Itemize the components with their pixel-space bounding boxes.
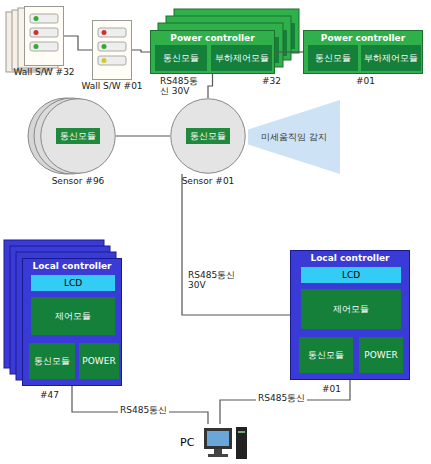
- connector: [64, 36, 92, 50]
- node-label: 통신모듈: [60, 131, 96, 141]
- switch-lamp: [34, 30, 39, 35]
- node-label: Sensor #96: [52, 176, 105, 186]
- module-box: 통신모듈: [308, 45, 358, 71]
- pc-tower: [238, 431, 245, 433]
- connector: [72, 386, 208, 424]
- switch-button: [30, 28, 58, 37]
- node-label: Local controller: [23, 261, 121, 271]
- node-label: Wall S/W #01: [81, 81, 142, 91]
- switch-lamp: [102, 44, 107, 49]
- pc-stand: [208, 454, 228, 457]
- lcd-box: LCD: [31, 275, 115, 291]
- connector-label: RS485통신: [256, 393, 307, 403]
- node-label: POWER: [364, 350, 397, 360]
- callout-number: #01: [322, 384, 341, 394]
- sensor: Sensor #96통신모듈: [40, 98, 116, 174]
- node-label: Wall S/W #32: [13, 67, 74, 77]
- wall-switch: Wall S/W #32: [24, 6, 64, 66]
- connector-label: RS485통신: [118, 405, 169, 415]
- switch-lamp: [34, 16, 39, 21]
- switch-button: [98, 56, 126, 65]
- node-label: 제어모듈: [55, 311, 91, 321]
- connector: [208, 74, 213, 98]
- power-controller: Power controller 통신모듈 부하제어모듈: [303, 30, 423, 74]
- pc-stand: [214, 449, 222, 454]
- node-label: 통신모듈: [315, 53, 351, 63]
- pc-screen: [207, 431, 229, 446]
- node-label: POWER: [82, 356, 115, 366]
- node-label: 제어모듈: [333, 304, 369, 314]
- wall-switch: Wall S/W #01: [92, 20, 132, 80]
- detection-cone: 미세움직임 감지: [248, 100, 340, 174]
- connector-label: RS485통신 30V: [160, 76, 206, 97]
- switch-lamp: [34, 44, 39, 49]
- module-box: POWER: [79, 343, 119, 379]
- node-label: Power controller: [151, 33, 274, 43]
- module-box: 부하제어모듈: [211, 45, 272, 71]
- wall-switch-card: [24, 6, 64, 66]
- node-label: LCD: [342, 270, 360, 280]
- switch-button: [30, 42, 58, 51]
- connector-label: RS485통신 30V: [188, 270, 240, 291]
- module-box: 부하제어모듈: [361, 45, 421, 71]
- connector: [220, 380, 350, 424]
- node-label: 부하제어모듈: [364, 53, 418, 63]
- local-controller: Local controllerLCD 제어모듈통신모듈 POWER: [22, 258, 122, 386]
- callout-number: #32: [262, 76, 281, 86]
- switch-button: [30, 14, 58, 23]
- wall-switch-card: [92, 20, 132, 80]
- pc-tower: [236, 427, 247, 459]
- module-box: 제어모듈: [31, 297, 115, 335]
- module-box: 통신모듈: [155, 45, 207, 71]
- switch-button: [98, 28, 126, 37]
- connector: [116, 135, 170, 136]
- node-label: 통신모듈: [34, 356, 70, 366]
- node-label: Sensor #01: [182, 176, 235, 186]
- module-box: 통신모듈: [56, 128, 100, 144]
- callout-number: #01: [356, 76, 375, 86]
- node-label: Local controller: [291, 253, 409, 263]
- switch-lamp: [102, 58, 107, 63]
- sensor: Sensor #01통신모듈: [170, 98, 246, 174]
- node-label: LCD: [64, 278, 82, 288]
- module-box: 통신모듈: [29, 343, 75, 379]
- node-label: Power controller: [304, 33, 422, 43]
- connector: [275, 51, 303, 52]
- module-box: 제어모듈: [301, 289, 401, 329]
- node-label: 부하제어모듈: [215, 53, 269, 63]
- connector: [182, 174, 290, 315]
- node-label: 미세움직임 감지: [261, 132, 327, 142]
- switch-button: [98, 42, 126, 51]
- lcd-box: LCD: [301, 267, 401, 283]
- callout-number: #47: [40, 390, 59, 400]
- switch-lamp: [102, 30, 107, 35]
- local-controller: Local controllerLCD 제어모듈통신모듈 POWER: [290, 250, 410, 380]
- pc-monitor: [204, 428, 232, 449]
- power-controller: Power controller 통신모듈 부하제어모듈: [150, 30, 275, 74]
- node-label: 통신모듈: [308, 350, 344, 360]
- node-label: 통신모듈: [190, 131, 226, 141]
- pc: PC: [180, 424, 248, 462]
- module-box: 통신모듈: [186, 128, 230, 144]
- node-label: PC: [180, 437, 194, 450]
- node-label: 통신모듈: [163, 53, 199, 63]
- module-box: POWER: [359, 337, 403, 373]
- connector: [132, 50, 150, 52]
- module-box: 통신모듈: [299, 337, 353, 373]
